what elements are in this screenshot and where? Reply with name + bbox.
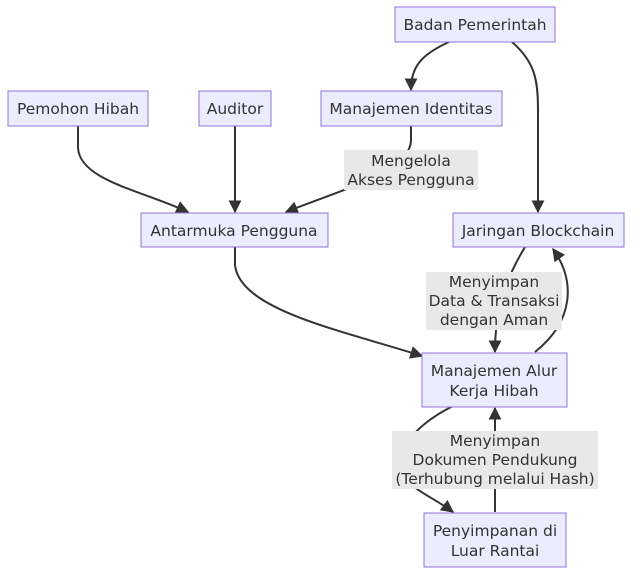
node-label: Luar Rantai	[451, 542, 540, 560]
node-manajemen-identitas: Manajemen Identitas	[320, 90, 503, 127]
node-label: Kerja Hibah	[449, 382, 538, 400]
edge-badan-to-identitas	[404, 41, 450, 92]
edge-label-line: Menyimpan	[450, 432, 540, 450]
node-label: Auditor	[207, 100, 264, 118]
edge-label-line: dengan Aman	[440, 311, 548, 329]
edge-label-line: Dokumen Pendukung	[413, 451, 578, 469]
edge-label-line: Menyimpan	[449, 273, 539, 291]
node-penyimpanan-luar-rantai: Penyimpanan di Luar Rantai	[423, 512, 567, 568]
node-label: Manajemen Identitas	[329, 100, 492, 118]
edge-antarmuka-to-alur	[234, 247, 424, 359]
edge-label-line: (Terhubung melalui Hash)	[395, 470, 594, 488]
node-label: Pemohon Hibah	[17, 100, 139, 118]
node-auditor: Auditor	[198, 90, 272, 127]
edge-label-line: Data & Transaksi	[429, 292, 560, 310]
edge-label-menyimpan-data: Menyimpan Data & Transaksi dengan Aman	[426, 272, 562, 330]
node-manajemen-alur-kerja-hibah: Manajemen Alur Kerja Hibah	[421, 352, 568, 408]
node-label: Jaringan Blockchain	[461, 222, 615, 240]
edge-label-menyimpan-dokumen: Menyimpan Dokumen Pendukung (Terhubung m…	[392, 431, 598, 489]
edge-alur-to-blockchain	[534, 247, 569, 353]
edge-label-line: Akses Pengguna	[347, 171, 474, 189]
node-label: Manajemen Alur	[431, 362, 558, 380]
edge-label-line: Mengelola	[371, 152, 451, 170]
node-label: Penyimpanan di	[433, 522, 557, 540]
edge-pemohon-to-antarmuka	[77, 126, 190, 214]
node-antarmuka-pengguna: Antarmuka Pengguna	[140, 212, 329, 248]
node-label: Antarmuka Pengguna	[150, 222, 317, 240]
node-pemohon-hibah: Pemohon Hibah	[7, 90, 149, 127]
node-label: Badan Pemerintah	[403, 16, 546, 34]
edge-label-mengelola: Mengelola Akses Pengguna	[344, 150, 478, 190]
node-jaringan-blockchain: Jaringan Blockchain	[452, 212, 625, 248]
edge-badan-to-blockchain	[511, 41, 545, 214]
node-badan-pemerintah: Badan Pemerintah	[394, 6, 556, 43]
